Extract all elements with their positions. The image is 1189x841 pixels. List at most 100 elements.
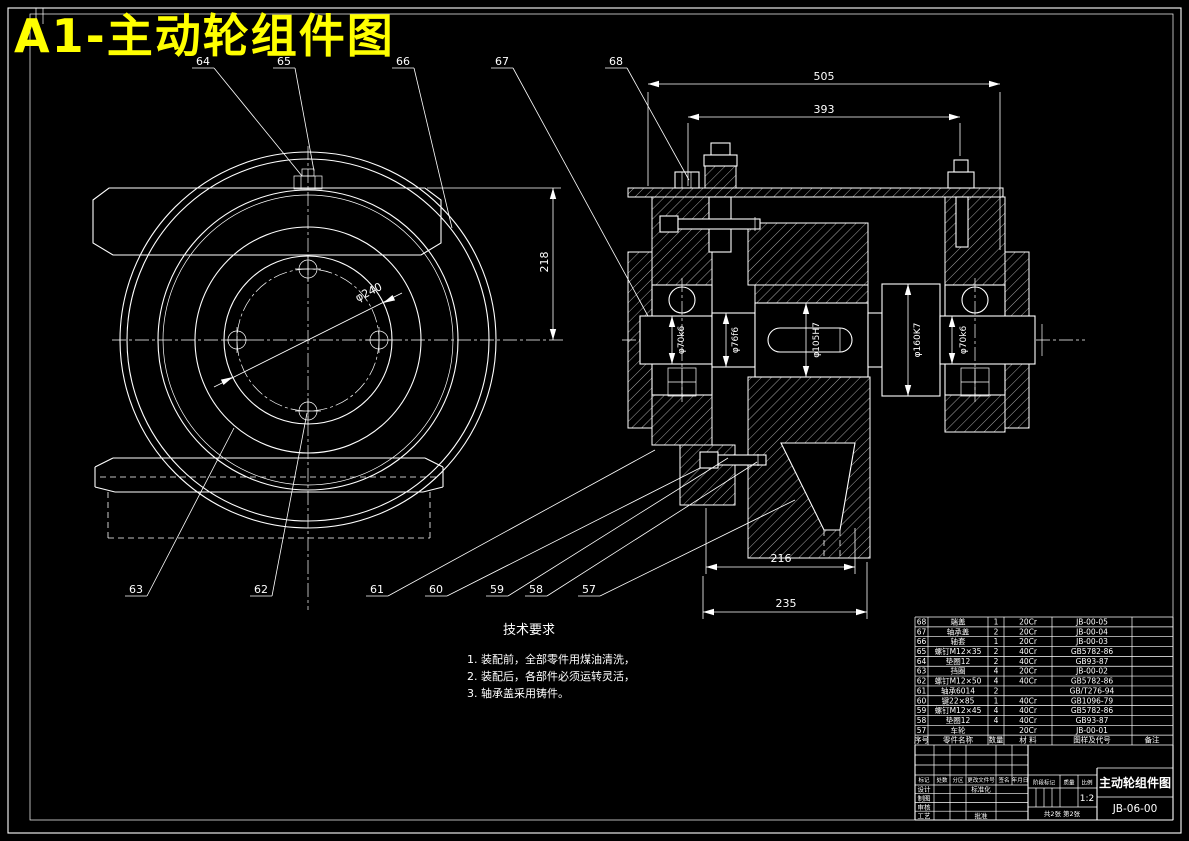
callout-label-59: 59	[490, 583, 504, 596]
bom-cell: 20Cr	[1019, 726, 1038, 735]
lower-rail	[94, 457, 444, 539]
right-bolt-shank	[955, 196, 969, 248]
technical-requirements: 技术要求 1. 装配前，全部零件用煤油清洗， 2. 装配后，各部件必须运转灵活，…	[467, 623, 635, 700]
bom-cell: 20Cr	[1019, 627, 1038, 636]
standardization-label: 标准化	[971, 785, 991, 794]
callout-label-68: 68	[609, 55, 623, 68]
scale-value: 1:2	[1080, 794, 1094, 804]
shaft-dim-label: φ70k6	[677, 326, 687, 355]
shaft-step-76	[711, 312, 756, 368]
bom-cell: 61	[917, 686, 927, 695]
bom-cell: 67	[917, 627, 927, 636]
callout-label-67: 67	[495, 55, 509, 68]
mounting-plate	[627, 187, 1004, 198]
role-check: 审核	[918, 803, 932, 812]
bom-cell: 4	[994, 706, 999, 715]
outer-border	[7, 7, 1182, 834]
shaft-dim-label: φ76f6	[731, 327, 741, 354]
plate-bolt-head	[947, 171, 975, 189]
callout-leader	[599, 499, 796, 597]
revision-grid: 标记 处数 分区 更改文件号 签名 年月日 设计 制图 审核 工艺 标准化 批准	[915, 745, 1028, 820]
cap-bolt-shank	[677, 218, 761, 230]
wheel-web-circle	[194, 226, 422, 454]
bom-cell: 轴承6014	[941, 685, 975, 695]
bom-cell: 挡圈	[951, 666, 966, 676]
plate-bolt-head	[674, 171, 700, 189]
bom-cell: 58	[917, 716, 927, 725]
callout-label-65: 65	[277, 55, 291, 68]
bom-cell: 1	[994, 618, 999, 627]
bom-cell: GB93-87	[1076, 716, 1109, 725]
upper-rail	[92, 187, 442, 256]
callout-leader	[294, 67, 315, 172]
bom-cell: 2	[994, 657, 999, 666]
dim-393-label: 393	[814, 103, 835, 116]
key-slot	[767, 327, 853, 353]
callout-leader	[413, 67, 453, 229]
bom-cell: 4	[994, 677, 999, 686]
bom-cell: 2	[994, 686, 999, 695]
bom-header-cell: 备注	[1145, 735, 1161, 745]
bom-cell: 68	[917, 618, 927, 627]
dim-216-label: 216	[771, 552, 792, 565]
wheel-hub-top	[754, 284, 869, 304]
scale-label: 比例	[1081, 779, 1093, 787]
foot-bolt-shank	[717, 454, 767, 466]
bom-header-cell: 序号	[914, 735, 929, 745]
shaft-dims: φ70k6 φ76f6 φ105H7 φ160K7 φ70k6	[668, 284, 969, 396]
bom-cell: JB-00-02	[1075, 667, 1108, 676]
shaft-dim-label: φ70k6	[959, 326, 969, 355]
bom-cell: 40Cr	[1019, 647, 1038, 656]
sheet-info: 共2张 第2张	[1044, 809, 1081, 818]
callout-label-64: 64	[196, 55, 210, 68]
stud-head	[710, 142, 731, 156]
callout-label-61: 61	[370, 583, 384, 596]
callout-leader	[387, 449, 656, 597]
bom-cell: 63	[917, 667, 927, 676]
bom-cell: GB5782-86	[1071, 647, 1114, 656]
bom-cell: GB5782-86	[1071, 706, 1114, 715]
bom-cell: 2	[994, 627, 999, 636]
drawing-number: JB-06-00	[1112, 803, 1158, 815]
callout-label-60: 60	[429, 583, 443, 596]
details	[667, 172, 1043, 560]
callout-leader	[507, 457, 729, 597]
bom-cell: 轴套	[951, 636, 966, 646]
bom-cell: 1	[994, 637, 999, 646]
bom-cell: 40Cr	[1019, 696, 1038, 705]
bom-cell: 螺钉M12×50	[935, 676, 982, 686]
bom-cell: 40Cr	[1019, 706, 1038, 715]
bom-header-cell: 数量	[989, 735, 1004, 745]
bom-cell: GB1096-79	[1071, 696, 1114, 705]
dim-240-label: φ240	[353, 280, 384, 304]
stud-spacer	[704, 165, 737, 189]
sheet-frame	[7, 7, 1182, 834]
rev-header: 处数	[936, 776, 948, 784]
bom-cell: 40Cr	[1019, 716, 1038, 725]
role-draft: 制图	[918, 794, 931, 803]
bom-cell: JB-00-01	[1075, 726, 1108, 735]
right-housing-top	[944, 196, 1006, 286]
tech-req-line: 3. 轴承盖采用铸件。	[467, 686, 569, 700]
page-title: A1-主动轮组件图	[14, 9, 395, 63]
front-view: φ240 218	[92, 146, 565, 610]
role-design: 设计	[918, 785, 932, 794]
bom-cell: 4	[994, 667, 999, 676]
wheel-circle	[162, 194, 454, 486]
shaft-step	[867, 312, 883, 368]
bom-cell: 车轮	[951, 725, 966, 735]
bom-cell: 20Cr	[1019, 618, 1038, 627]
callout-label-66: 66	[396, 55, 410, 68]
dim-218-label: 218	[538, 252, 551, 273]
bom-cell: GB93-87	[1076, 657, 1109, 666]
rev-header: 分区	[952, 776, 964, 784]
bom-header-cell: 零件名称	[943, 735, 973, 745]
wheel-upper-rim	[747, 222, 869, 286]
bom-cell: JB-00-04	[1075, 627, 1108, 636]
approval-label: 批准	[975, 811, 989, 820]
bom-cell: 57	[917, 726, 927, 735]
wheel-rim-circle	[126, 158, 490, 522]
bom-cell: 2	[994, 647, 999, 656]
